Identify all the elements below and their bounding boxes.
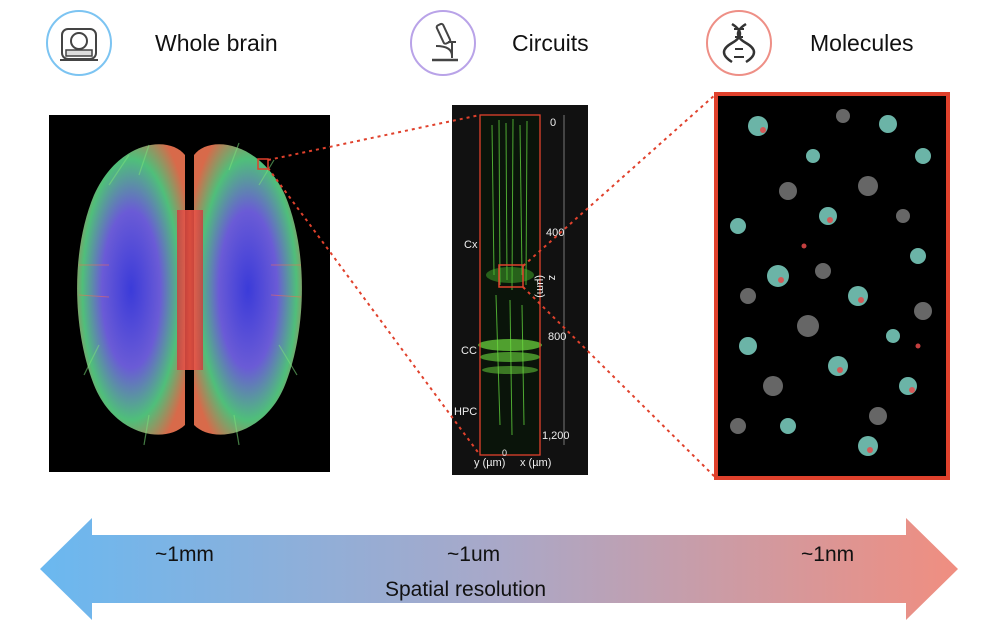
y-axis-label: y (µm): [474, 457, 506, 469]
region-label-cc: CC: [461, 345, 477, 357]
origin-label: 0: [502, 448, 508, 458]
resolution-label-um: ~1um: [447, 543, 501, 566]
whole-brain-icon-badge: [46, 10, 112, 76]
molecules-icon-badge: [706, 10, 772, 76]
column-title-molecules: Molecules: [810, 30, 914, 56]
x-axis-label: x (µm): [520, 457, 552, 469]
microscope-icon: [432, 22, 458, 62]
circuits-icon-badge: [410, 10, 476, 76]
spatial-resolution-arrow: [40, 518, 958, 620]
column-title-whole-brain: Whole brain: [155, 30, 278, 56]
z-tick-1200: 1,200: [542, 430, 570, 442]
circuit-imaging-panel: Cx CC HPC 0 400 800 1,200 z (µm) 0 y (µm…: [452, 105, 588, 475]
column-title-circuits: Circuits: [512, 30, 589, 56]
spatial-resolution-caption: Spatial resolution: [385, 578, 547, 601]
z-tick-800: 800: [548, 331, 567, 343]
resolution-label-mm: ~1mm: [155, 543, 214, 566]
resolution-label-nm: ~1nm: [801, 543, 855, 566]
z-tick-400: 400: [546, 227, 565, 239]
dna-icon: [722, 22, 756, 64]
mri-scanner-icon: [60, 28, 98, 61]
molecular-imaging-panel: [714, 92, 950, 480]
z-tick-0: 0: [550, 117, 557, 129]
region-label-hpc: HPC: [454, 406, 478, 418]
whole-brain-tractography-image: [49, 115, 330, 472]
region-label-cx: Cx: [464, 239, 478, 251]
